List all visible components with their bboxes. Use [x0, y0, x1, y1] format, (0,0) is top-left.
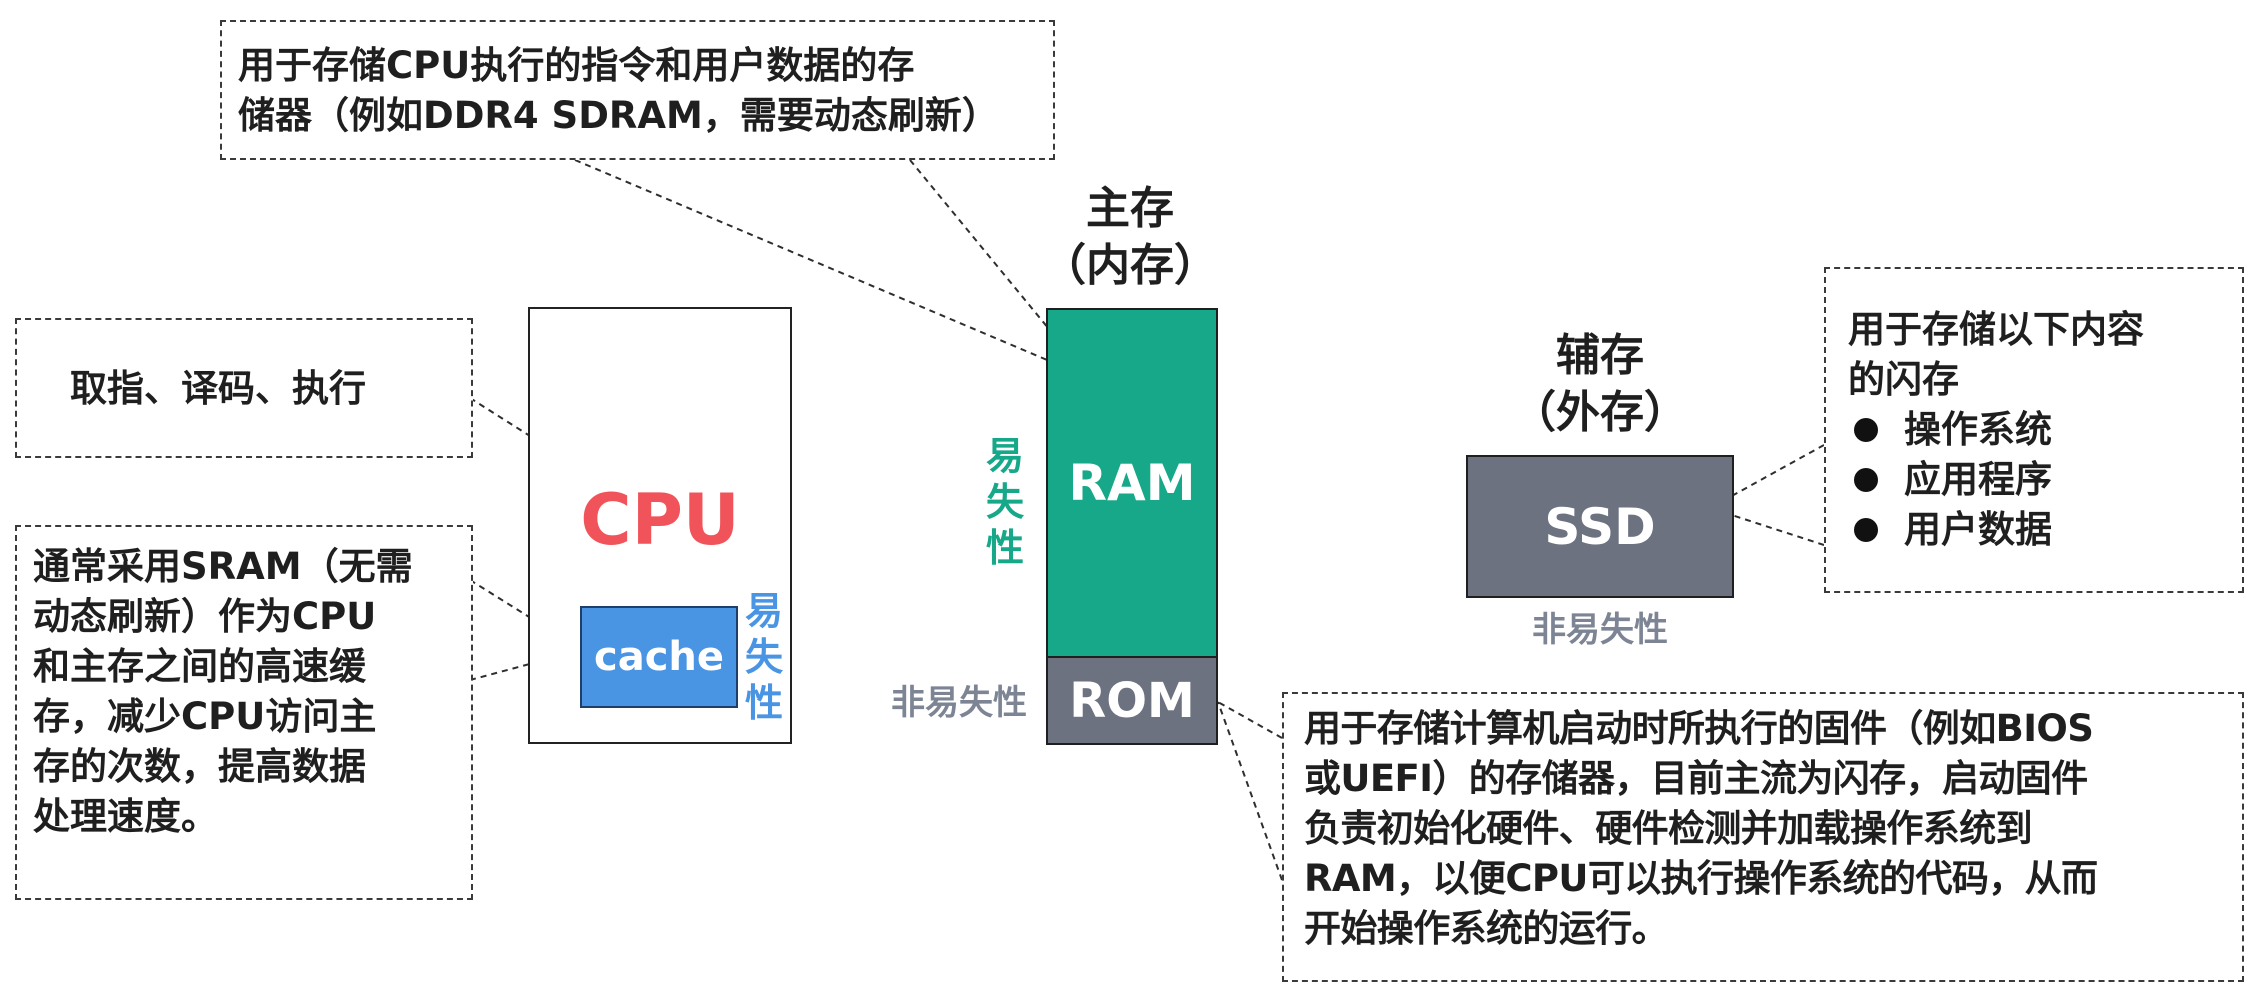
secondary-storage-subtitle: （外存） [1512, 387, 1688, 438]
bullet-text: 应用程序 [1904, 458, 2052, 501]
note-line: 存的次数，提高数据 [33, 745, 366, 788]
cpu-function-note: 取指、译码、执行 [15, 318, 473, 458]
note-line: 通常采用SRAM（无需 [33, 545, 413, 588]
cache-description-note: 通常采用SRAM（无需 动态刷新）作为CPU 和主存之间的高速缓 存，减少CPU… [15, 525, 473, 900]
ssd-description-note: 用于存储以下内容 的闪存 操作系统 应用程序 用户数据 [1824, 267, 2244, 593]
note-line: 用于存储CPU执行的指令和用户数据的存 [238, 44, 915, 87]
note-line: 和主存之间的高速缓 [33, 645, 366, 688]
main-memory-description-note: 用于存储CPU执行的指令和用户数据的存 储器（例如DDR4 SDRAM，需要动态… [220, 20, 1055, 160]
connector-rom-note-top [1217, 701, 1283, 739]
cpu-label: CPU [580, 479, 740, 561]
note-line: 储器（例如DDR4 SDRAM，需要动态刷新） [238, 94, 999, 137]
bullet-icon [1854, 518, 1878, 542]
vertical-char: 易 [985, 434, 1024, 478]
ssd-block: SSD [1466, 455, 1734, 598]
note-line: 存，减少CPU访问主 [33, 695, 377, 738]
bullet-item: 用户数据 [1848, 505, 2242, 555]
note-line: 用于存储计算机启动时所执行的固件（例如BIOS [1304, 707, 2094, 750]
connector-top-note-ram [574, 159, 1067, 369]
bullet-item: 应用程序 [1848, 455, 2242, 505]
note-line: RAM，以便CPU可以执行操作系统的代码，从而 [1304, 857, 2098, 900]
main-memory-title: 主存 [1086, 183, 1174, 234]
rom-block: ROM [1046, 656, 1218, 745]
note-line: 处理速度。 [33, 795, 218, 838]
connector-cache-note-bottom [469, 649, 583, 681]
secondary-storage-title: 辅存 [1556, 330, 1644, 381]
connector-rom-note-bottom [1217, 701, 1283, 881]
bullet-icon [1854, 418, 1878, 442]
ram-label: RAM [1068, 454, 1196, 512]
note-line: 或UEFI）的存储器，目前主流为闪存，启动固件 [1304, 757, 2088, 800]
rom-nonvolatile-label: 非易失性 [891, 683, 1027, 723]
note-line: 用于存储以下内容 [1848, 308, 2144, 351]
ram-block: RAM [1046, 308, 1218, 658]
vertical-char: 易 [744, 589, 783, 633]
bullet-icon [1854, 468, 1878, 492]
cache-volatile-label: 易 失 性 [741, 588, 787, 726]
bullet-text: 用户数据 [1904, 508, 2052, 551]
bullet-item: 操作系统 [1848, 405, 2242, 455]
rom-label: ROM [1069, 672, 1195, 729]
ssd-label: SSD [1544, 497, 1656, 556]
cache-box: cache [580, 606, 738, 708]
bullet-text: 操作系统 [1904, 408, 2052, 451]
note-line: 的闪存 [1848, 358, 1959, 401]
vertical-char: 性 [744, 681, 783, 725]
ram-volatile-label: 易 失 性 [982, 433, 1028, 571]
note-line: 动态刷新）作为CPU [33, 595, 377, 638]
main-memory-subtitle: （内存） [1042, 240, 1218, 291]
vertical-char: 失 [985, 480, 1024, 524]
rom-description-note: 用于存储计算机启动时所执行的固件（例如BIOS 或UEFI）的存储器，目前主流为… [1282, 692, 2244, 982]
vertical-char: 失 [744, 635, 783, 679]
ssd-nonvolatile-label: 非易失性 [1532, 610, 1668, 650]
connector-top-note-ram-2 [909, 159, 1059, 341]
note-line: 负责初始化硬件、硬件检测并加载操作系统到 [1304, 807, 2033, 850]
note-line: 开始操作系统的运行。 [1304, 907, 1669, 950]
note-line: 取指、译码、执行 [70, 367, 366, 410]
vertical-char: 性 [985, 526, 1024, 570]
cache-label: cache [593, 634, 725, 680]
